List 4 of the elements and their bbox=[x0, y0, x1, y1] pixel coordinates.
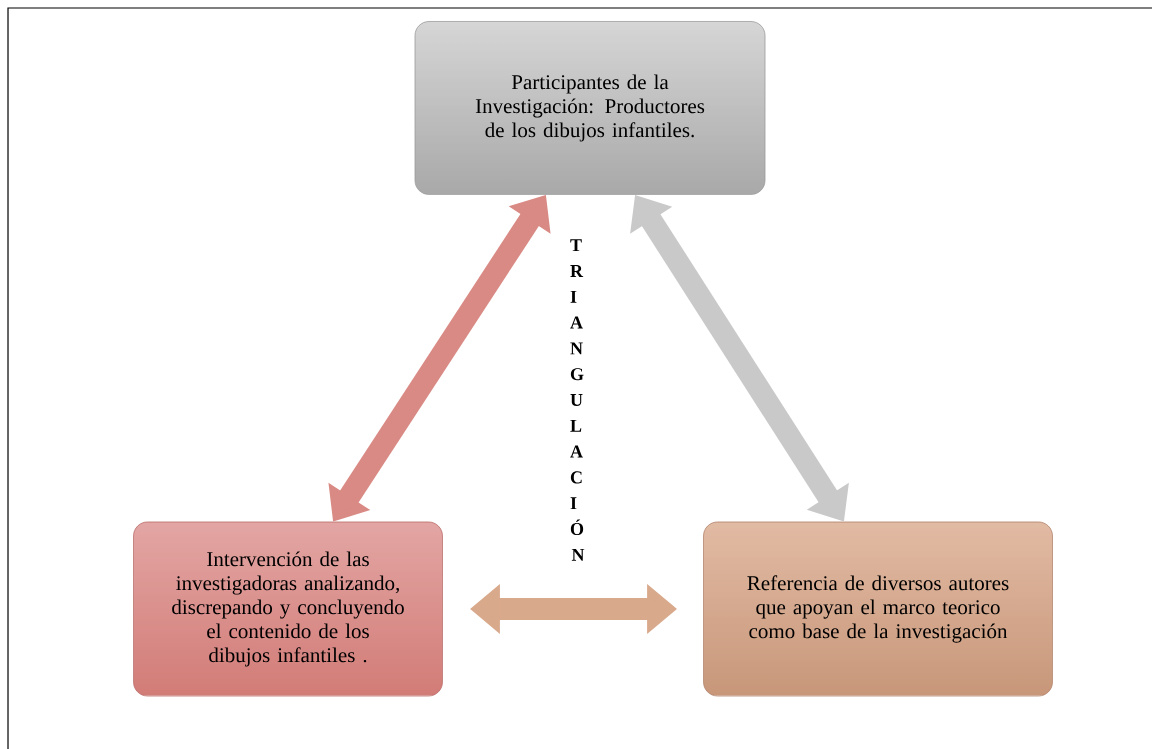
vertical-label: TRIANGULACIÓN bbox=[570, 239, 585, 561]
process-box: Referencia de diversos autores que apoyan el marco teorico como base de la investigación bbox=[703, 521, 1053, 697]
process-box: Participantes de la Investigación: Productores de los dibujos infantiles. bbox=[414, 21, 766, 195]
process-box: Intervención de las investigadoras analizando, discrepando y concluyendo el contenido de los dibujos infantiles . bbox=[133, 521, 443, 697]
